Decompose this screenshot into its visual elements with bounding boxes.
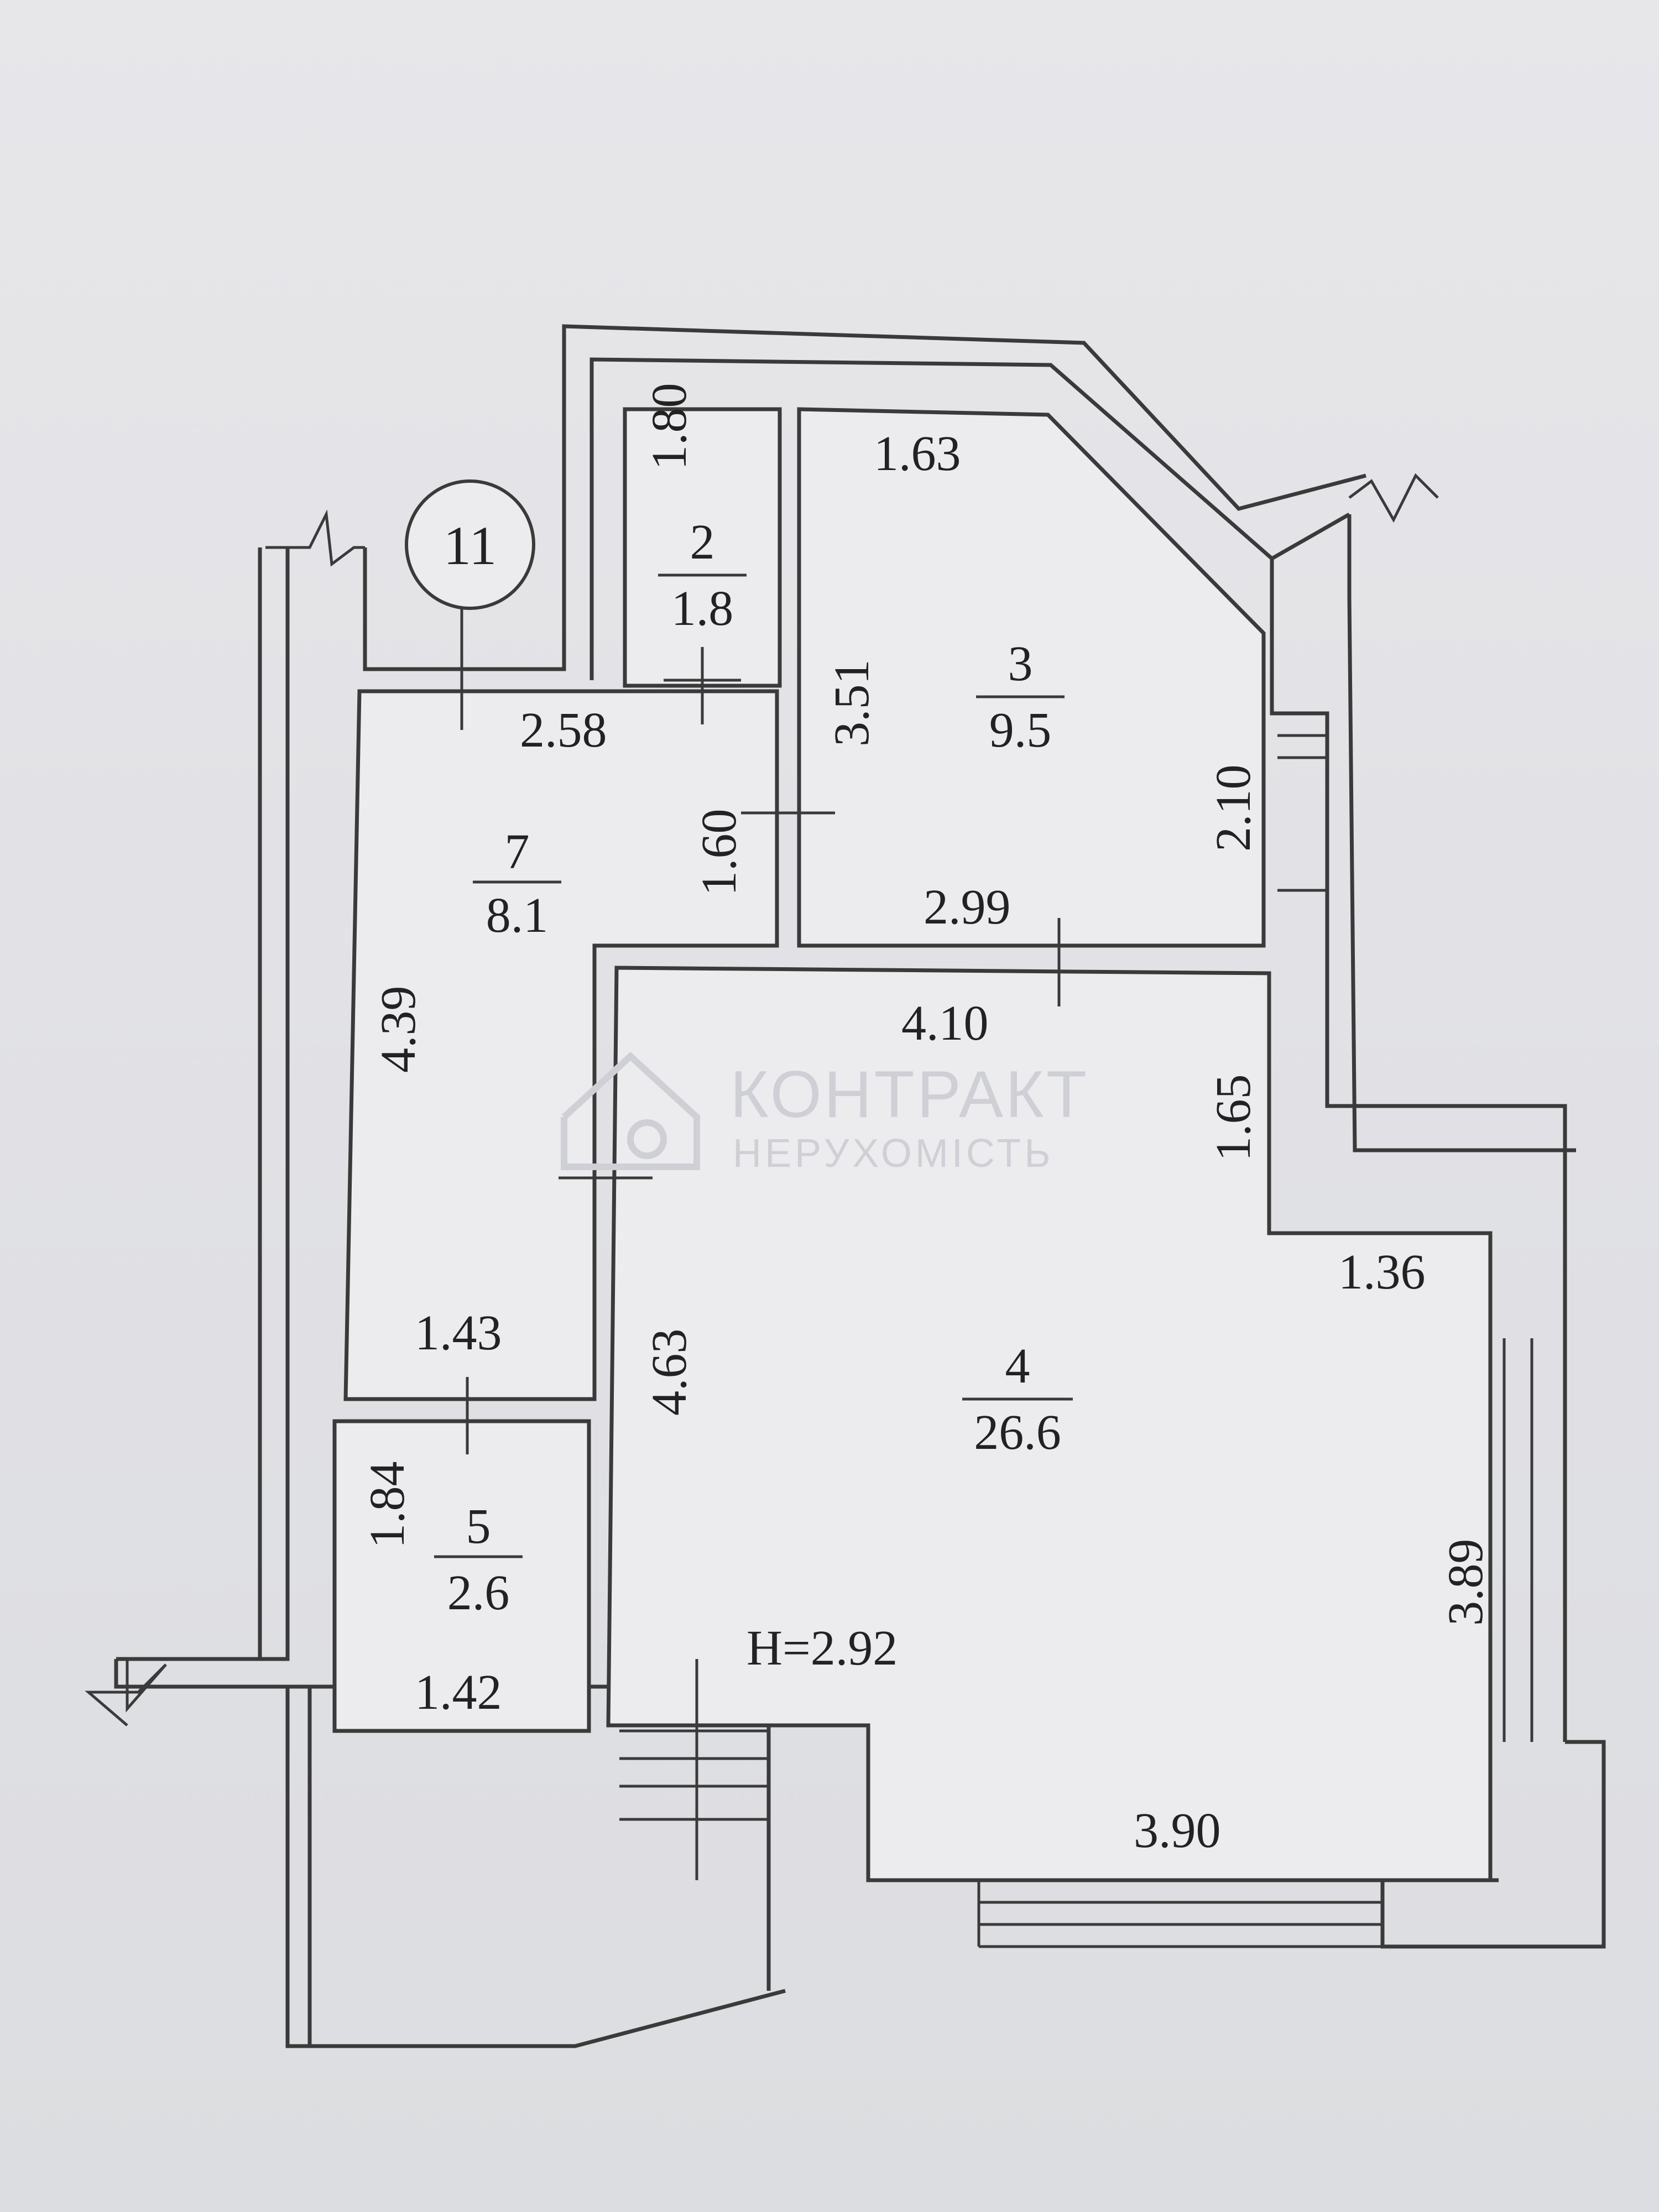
room-5-area: 2.6 [447,1566,510,1620]
dimension-labels: 1.80 1.63 3.51 2.10 2.99 2.58 1.60 4.39 … [360,383,1493,1859]
watermark-line1: КОНТРАКТ [730,1057,1089,1131]
rooms [332,407,1493,1882]
dim-room4-step: 1.36 [1338,1245,1426,1300]
room-3 [797,407,1266,948]
dim-room2-height: 1.80 [642,383,697,471]
ceiling-height: H=2.92 [747,1621,898,1676]
room-2 [623,407,782,688]
dim-room4-left: 4.63 [642,1329,697,1416]
dim-room7-top: 2.58 [520,703,607,758]
dim-room5-left: 1.84 [360,1462,415,1549]
dim-room4-top: 4.10 [901,996,989,1051]
dim-room3-right: 2.10 [1206,765,1261,852]
room-3-number: 3 [1008,637,1033,691]
apartment-number: 11 [444,515,497,576]
room-7-number: 7 [505,825,530,879]
dim-room4-right: 3.89 [1438,1539,1493,1626]
room-7 [343,689,779,1401]
outer-walls [85,324,1606,2048]
door-marks [460,608,1061,1880]
dim-room4-upper-right: 1.65 [1206,1074,1261,1162]
dim-room4-bottom: 3.90 [1134,1803,1221,1858]
dim-room7-bottom: 1.43 [415,1306,502,1360]
apartment-number-circle [405,479,535,610]
room-5 [332,1419,591,1733]
watermark: КОНТРАКТ НЕРУХОМІСТЬ [561,1051,1089,1176]
room-4 [606,966,1493,1882]
dim-room3-bottom: 2.99 [924,880,1011,935]
watermark-line2: НЕРУХОМІСТЬ [733,1131,1054,1176]
room-labels: 2 1.8 3 9.5 7 8.1 4 26.6 5 2.6 [434,515,1073,1620]
room-7-area: 8.1 [486,888,549,943]
room-2-number: 2 [690,515,715,570]
room-4-number: 4 [1005,1339,1030,1394]
watermark-house-icon [561,1051,700,1170]
watermark-ring-icon [627,1119,667,1159]
dim-room3-left: 3.51 [825,660,879,747]
room-5-number: 5 [466,1499,491,1554]
dim-room5-bottom: 1.42 [415,1665,502,1720]
dim-room7-left: 4.39 [371,986,426,1073]
room-4-area: 26.6 [974,1405,1061,1460]
dim-room7-right: 1.60 [692,809,747,896]
room-2-area: 1.8 [671,581,734,636]
room-3-area: 9.5 [989,703,1052,758]
dim-room3-top: 1.63 [874,426,961,481]
